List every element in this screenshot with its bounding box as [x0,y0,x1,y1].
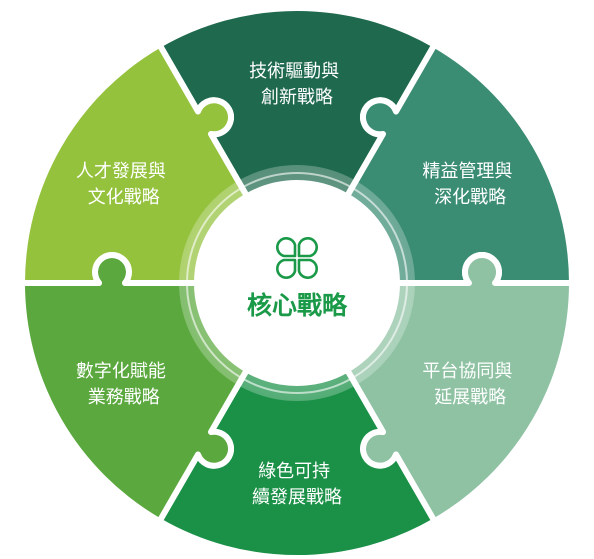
segment-tech-line-2: 創新戰略 [261,87,333,108]
svg-text:平台協同與 延展戰略: 平台協同與 延展戰略 [422,361,518,408]
segment-tech-line-1: 技術驅動與 [249,61,339,82]
seg-talent-shape [19,41,250,286]
svg-text:技術驅動與 創新戰略: 技術驅動與 創新戰略 [249,61,345,108]
segment-digital-line-1: 數字化賦能 [76,361,166,382]
svg-text:數字化賦能 業務戰略: 數字化賦能 業務戰略 [76,361,172,408]
segment-lean-line-2: 深化戰略 [434,187,506,208]
segment-platform-line-2: 延展戰略 [434,387,506,408]
center-hub: 核心戰略 [179,165,415,401]
segment-platform-line-1: 平台協同與 [422,361,512,382]
segment-digital-line-2: 業務戰略 [88,387,160,408]
svg-text:人才發展與 文化戰略: 人才發展與 文化戰略 [76,161,172,208]
segment-talent-line-1: 人才發展與 [76,161,166,182]
segment-green-line-2: 續發展戰略 [252,487,342,508]
svg-text:精益管理與 深化戰略: 精益管理與 深化戰略 [422,161,518,208]
segment-talent-line-2: 文化戰略 [88,187,160,208]
center-ring-highlight [186,172,408,394]
center-title: 核心戰略 [247,291,348,320]
svg-text:綠色可持 續發展戰略: 綠色可持 續發展戰略 [252,461,342,508]
segment-green-sustainability: 綠色可持 續發展戰略 [156,366,438,559]
center-disc [204,190,390,376]
segment-talent-culture: 人才發展與 文化戰略 [19,41,250,286]
segment-tech-innovation: 技術驅動與 創新戰略 [156,5,438,200]
segment-lean-line-1: 精益管理與 [422,161,512,182]
four-leaf-clover-icon [276,237,318,279]
segment-green-line-1: 綠色可持 [258,461,330,482]
segment-lean-management: 精益管理與 深化戰略 [344,41,575,286]
